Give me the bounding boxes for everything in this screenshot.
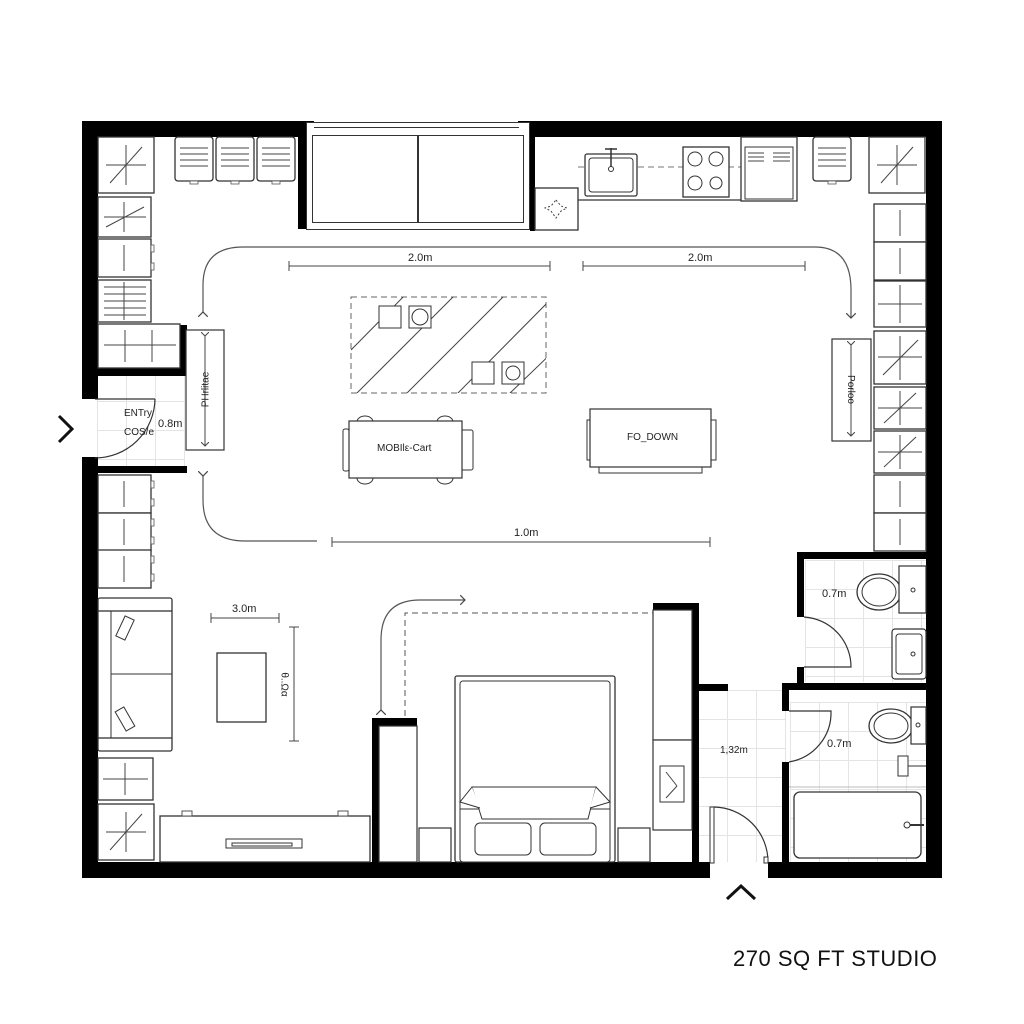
drawer-top-2 [215, 136, 255, 185]
wall-left-upper [82, 121, 98, 399]
wall-bed-right-top [653, 603, 698, 610]
cabinet-left-5 [97, 323, 181, 369]
right-panel-label: Porloo [844, 375, 856, 404]
wall-window-jamb-left [298, 121, 306, 229]
kitchen-counter [578, 166, 742, 201]
wall-bottom-left [82, 862, 710, 878]
window-inner [312, 135, 524, 223]
cabinet-left-2 [97, 196, 152, 238]
wall-bath-lower-stub [782, 683, 789, 711]
wall-left-lower [82, 457, 98, 878]
media-console [159, 810, 371, 863]
cabinet-left-1 [97, 136, 155, 194]
kitchen-sink [584, 148, 638, 197]
wall-hall-stub [698, 684, 728, 691]
dim-living-vertical: θ..Ωα [278, 672, 290, 697]
chevron-up-icon [725, 883, 757, 901]
lazy-susan-corner [534, 187, 579, 231]
wall-top-left [82, 121, 314, 137]
wall-bottom-right [768, 862, 942, 878]
wall-bed-right [692, 603, 699, 863]
cabinet-left-lower [97, 474, 155, 589]
dim-top-left: 2.0m [408, 252, 433, 264]
entry-door [94, 398, 156, 459]
bathroom-lower [788, 706, 927, 859]
dimension-lines [210, 261, 806, 742]
kitchen-cooktop [682, 146, 730, 198]
wall-bath-upper-top [797, 552, 927, 559]
chevron-right-icon [57, 414, 75, 444]
entry-closet-label-1: ENTry [124, 408, 152, 419]
wall-entry-stub [180, 325, 187, 375]
wall-bath-divider [782, 683, 927, 690]
bed [454, 675, 616, 863]
cabinet-top-right [868, 136, 926, 194]
dim-living: 3.0m [232, 603, 257, 615]
dim-entry-door: 0.8m [158, 418, 183, 430]
dim-hallway: 1,32m [720, 745, 748, 756]
entry-closet-label-2: COS/e [124, 427, 155, 438]
cabinet-left-bottom-1 [97, 757, 154, 801]
drawer-top-1 [174, 136, 214, 185]
wall-bed-left-top [372, 718, 417, 726]
wall-entry-bottom [97, 466, 187, 473]
hallway-door [709, 806, 769, 864]
mobile-cart-label: MOBIlε-Cart [377, 443, 432, 454]
nightstand-right [617, 827, 651, 863]
plan-title: 270 SQ FT STUDIO [733, 946, 938, 971]
dim-middle: 1.0m [514, 527, 539, 539]
wall-right [926, 121, 942, 878]
dim-top-right: 2.0m [688, 252, 713, 264]
window-sill [314, 127, 519, 128]
fold-down-label: FO_DOWN [627, 432, 679, 443]
fold-down-table [586, 408, 717, 474]
kitchen-oven [740, 136, 798, 202]
wall-bath-upper-left-low [797, 667, 804, 687]
cabinet-right-col [873, 203, 927, 552]
sofa [97, 597, 173, 752]
mobile-cart-zone [350, 296, 547, 394]
left-panel-label: PHrlitae [200, 371, 212, 408]
bathroom-upper [803, 565, 927, 680]
drawer-top-3 [256, 136, 296, 185]
entry-tile-floor [97, 372, 185, 466]
wall-bath-lower-left [782, 762, 789, 864]
wall-bed-left [372, 718, 379, 864]
window-pane-divider [417, 135, 419, 223]
dim-bath-upper-door: 0.7m [822, 588, 847, 600]
wardrobe-left [378, 725, 418, 863]
drawer-top-right [812, 136, 852, 185]
nightstand-left [418, 827, 452, 863]
mobile-cart-table [342, 415, 474, 485]
wall-bath-upper-left [797, 552, 804, 617]
wardrobe-right [652, 609, 693, 831]
cabinet-left-bottom-2 [97, 803, 155, 861]
circulation-arrows [203, 246, 851, 710]
cabinet-left-4 [97, 279, 152, 323]
dim-bath-lower-door: 0.7m [827, 738, 852, 750]
wall-top-right [518, 121, 942, 137]
wall-kitchen-jamb [530, 135, 535, 231]
coffee-table [216, 652, 267, 723]
wall-entry-top [97, 368, 187, 376]
cabinet-left-3 [97, 238, 155, 278]
